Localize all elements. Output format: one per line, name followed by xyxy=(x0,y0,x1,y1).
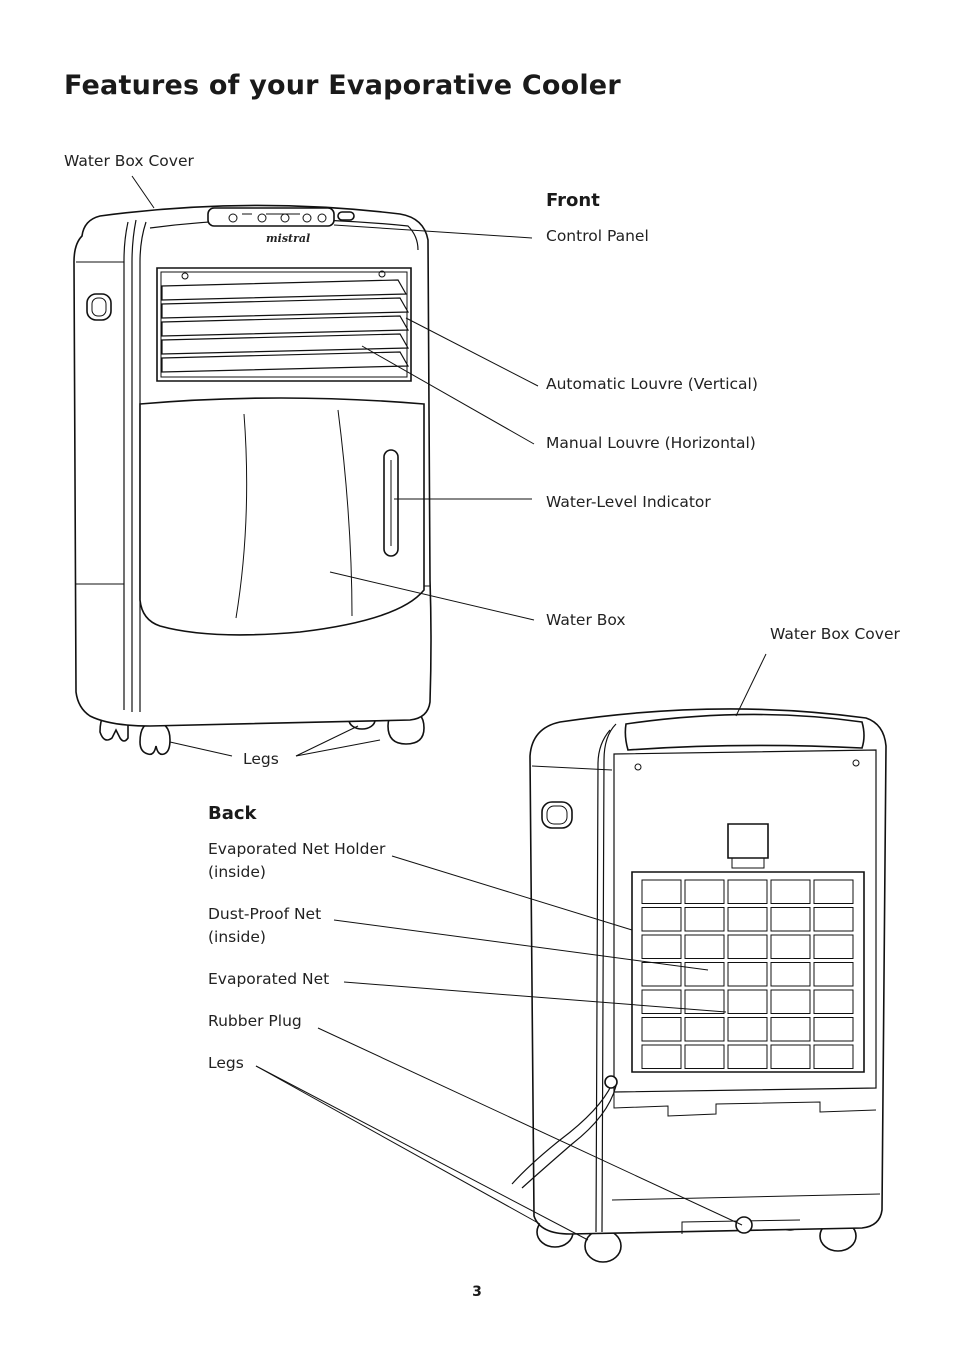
net-cell xyxy=(728,935,767,959)
label-back-legs: Legs xyxy=(208,1054,244,1072)
control-buttons xyxy=(229,214,326,222)
label-control-panel: Control Panel xyxy=(546,227,649,245)
net-cell xyxy=(728,1018,767,1042)
back-top-connector xyxy=(728,824,768,858)
net-cell xyxy=(642,1018,681,1042)
net-cell xyxy=(728,880,767,904)
back-heading: Back xyxy=(208,803,257,824)
net-cell xyxy=(814,1018,853,1042)
net-cell xyxy=(814,908,853,932)
net-cell xyxy=(771,963,810,987)
label-dust-net-line2: (inside) xyxy=(208,928,266,946)
back-evaporated-net xyxy=(632,872,864,1072)
label-evaporated-net: Evaporated Net xyxy=(208,970,330,988)
net-cell xyxy=(814,880,853,904)
label-dust-net-line1: Dust-Proof Net xyxy=(208,905,322,923)
rubber-plug xyxy=(736,1217,752,1233)
net-cell xyxy=(814,990,853,1014)
back-side-handle xyxy=(542,802,572,828)
net-cell xyxy=(642,908,681,932)
front-heading: Front xyxy=(546,190,600,211)
net-cell xyxy=(728,1045,767,1069)
net-cell xyxy=(771,1018,810,1042)
net-cell xyxy=(642,935,681,959)
label-water-box: Water Box xyxy=(546,611,626,629)
net-cell xyxy=(642,880,681,904)
net-cell xyxy=(685,935,724,959)
leader-lines xyxy=(132,176,766,1240)
net-cell xyxy=(814,963,853,987)
net-cell xyxy=(771,1045,810,1069)
label-front-legs: Legs xyxy=(243,750,279,768)
net-cell xyxy=(728,963,767,987)
label-front-water-box-cover: Water Box Cover xyxy=(64,152,194,170)
net-cell xyxy=(728,990,767,1014)
net-cell xyxy=(642,963,681,987)
page-title: Features of your Evaporative Cooler xyxy=(64,70,621,101)
label-automatic-louvre: Automatic Louvre (Vertical) xyxy=(546,375,758,393)
back-water-box-cover xyxy=(625,714,864,750)
brand-logo-text: mistral xyxy=(266,232,311,245)
net-cell xyxy=(771,880,810,904)
net-cell xyxy=(685,963,724,987)
net-cell xyxy=(771,990,810,1014)
net-cell xyxy=(771,908,810,932)
label-net-holder-line2: (inside) xyxy=(208,863,266,881)
net-cell xyxy=(685,908,724,932)
back-cooler-drawing xyxy=(512,709,886,1262)
page-number: 3 xyxy=(472,1284,482,1300)
net-grid-cells xyxy=(642,880,853,1069)
net-cell xyxy=(642,990,681,1014)
net-cell xyxy=(685,1018,724,1042)
front-louvre-frame xyxy=(157,268,411,381)
front-water-box xyxy=(140,398,424,635)
net-cell xyxy=(814,1045,853,1069)
label-manual-louvre: Manual Louvre (Horizontal) xyxy=(546,434,756,452)
front-cooler-drawing xyxy=(74,205,431,754)
net-cell xyxy=(685,880,724,904)
label-net-holder-line1: Evaporated Net Holder xyxy=(208,840,386,858)
net-cell xyxy=(642,1045,681,1069)
label-water-level-indicator: Water-Level Indicator xyxy=(546,493,711,511)
net-cell xyxy=(728,908,767,932)
front-leg-center-left xyxy=(140,722,170,754)
label-rubber-plug: Rubber Plug xyxy=(208,1012,302,1030)
back-leg-center xyxy=(585,1230,621,1262)
net-cell xyxy=(814,935,853,959)
louvre-slats xyxy=(162,280,408,372)
front-control-panel xyxy=(208,208,334,226)
net-cell xyxy=(771,935,810,959)
label-back-water-box-cover: Water Box Cover xyxy=(770,625,900,643)
net-cell xyxy=(685,1045,724,1069)
net-cell xyxy=(685,990,724,1014)
